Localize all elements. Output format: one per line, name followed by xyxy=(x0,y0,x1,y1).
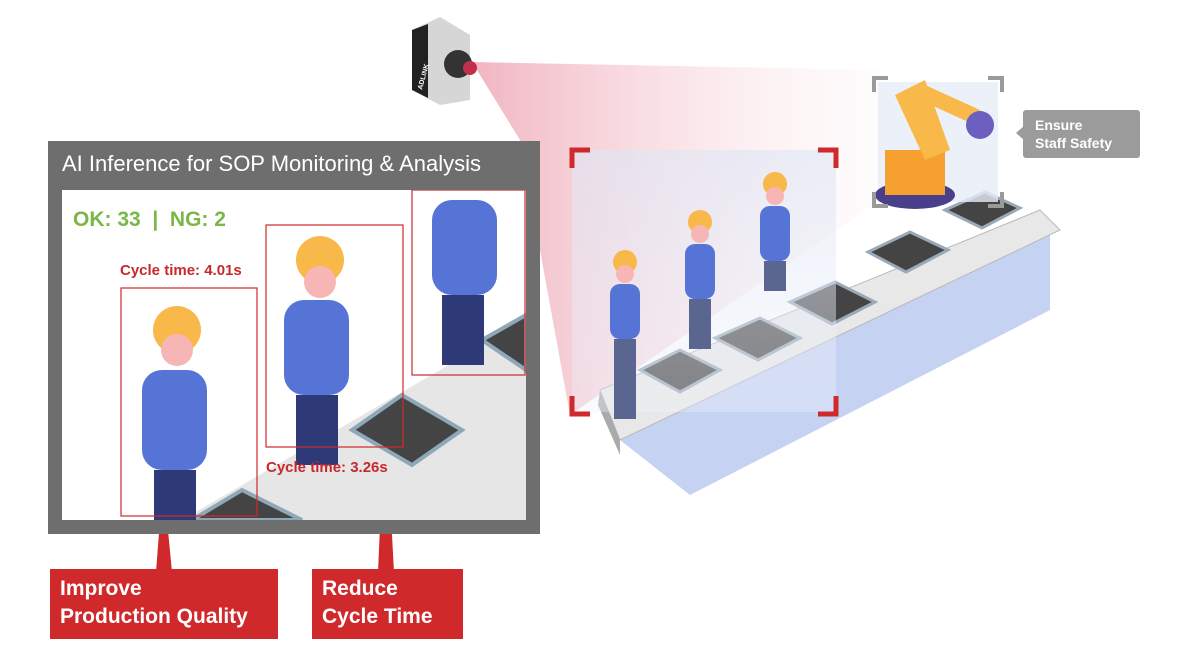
detection-frame-corners xyxy=(569,147,839,417)
cycle-time-1: Cycle time: 4.01s xyxy=(120,262,242,279)
robot-arm xyxy=(872,76,1004,209)
inference-view: OK: 33 | NG: 2 Cycle time: 4.01s Cycle t… xyxy=(62,190,526,520)
inference-scene xyxy=(120,190,526,520)
detection-box-2 xyxy=(265,224,404,448)
reduce-cycle-time-callout: Reduce Cycle Time xyxy=(312,569,463,639)
camera: ADLINK xyxy=(412,17,477,105)
callout-line: Staff Safety xyxy=(1035,135,1113,151)
inference-panel: AI Inference for SOP Monitoring & Analys… xyxy=(48,141,540,534)
improve-quality-callout: Improve Production Quality xyxy=(50,569,278,639)
panel-title: AI Inference for SOP Monitoring & Analys… xyxy=(62,151,482,176)
callout-line: Improve xyxy=(60,577,142,600)
detection-box-1 xyxy=(120,287,258,517)
staff-safety-callout: Ensure Staff Safety xyxy=(1016,110,1140,158)
callout-line: Production Quality xyxy=(60,605,248,628)
worker-1 xyxy=(142,306,207,520)
callout-line: Cycle Time xyxy=(322,605,433,628)
worker-3 xyxy=(432,200,497,365)
callout-line: Ensure xyxy=(1035,117,1083,133)
workers-right xyxy=(610,172,790,419)
callout-line: Reduce xyxy=(322,577,398,600)
detection-box-3 xyxy=(411,190,526,376)
ok-ng-counter: OK: 33 | NG: 2 xyxy=(73,208,226,231)
worker-2 xyxy=(284,236,349,465)
cycle-time-2: Cycle time: 3.26s xyxy=(266,459,388,476)
